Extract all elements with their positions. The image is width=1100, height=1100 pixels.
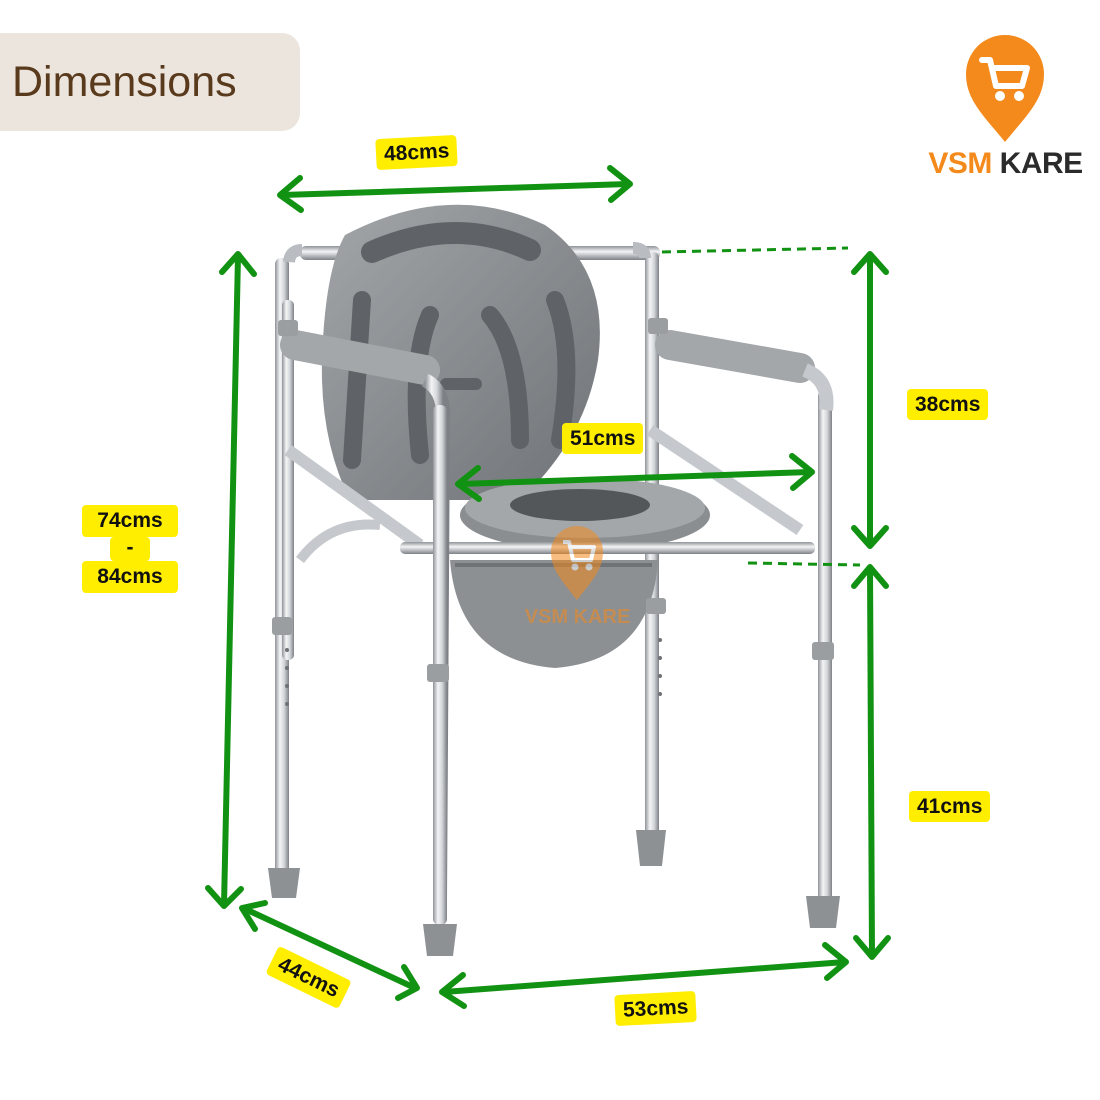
watermark-text-vsm: VSM <box>524 606 569 628</box>
shopping-cart-pin-icon <box>966 34 1044 142</box>
dimension-label-bottom-width: 53cms <box>614 990 698 1027</box>
brand-logo: VSM KARE <box>918 30 1093 190</box>
total-height-separator: - <box>110 537 150 561</box>
dimension-label-inner-width: 51cms <box>562 423 644 455</box>
dimension-label-backrest-height: 38cms <box>907 389 989 421</box>
dimension-label-top-width: 48cms <box>375 134 459 171</box>
cart-pin-watermark-icon <box>551 526 603 600</box>
page-title: Dimensions <box>12 57 237 106</box>
dimension-label-seat-height: 41cms <box>909 791 991 823</box>
brand-watermark: VSM KARE <box>515 520 640 635</box>
watermark-text-kare: KARE <box>573 606 631 628</box>
title-badge: Dimensions <box>0 33 300 131</box>
total-height-max: 84cms <box>82 561 178 593</box>
brand-name-kare: KARE <box>999 147 1084 180</box>
brand-name-vsm: VSM <box>928 147 992 180</box>
dimension-label-total-height: 74cms - 84cms <box>82 505 178 593</box>
total-height-min: 74cms <box>82 505 178 537</box>
